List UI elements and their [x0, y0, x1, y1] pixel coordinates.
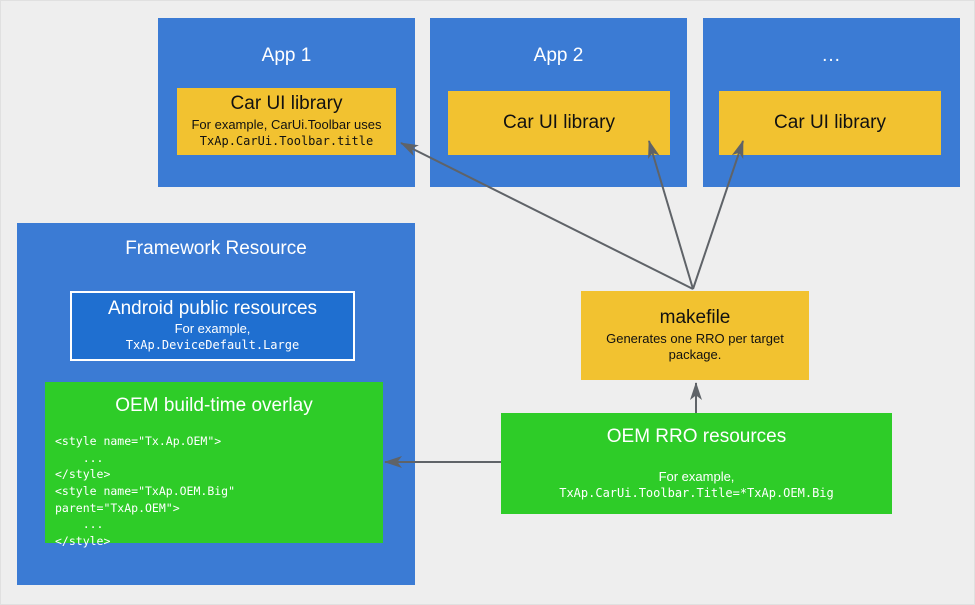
- car-ui-library-title-2: Car UI library: [503, 112, 615, 134]
- car-ui-library-box-3: Car UI library: [719, 91, 941, 155]
- car-ui-library-title-1: Car UI library: [230, 93, 343, 115]
- oem-build-time-overlay-box: OEM build-time overlay <style name="Tx.A…: [45, 382, 383, 548]
- oem-rro-resources-subtitle: For example,: [658, 469, 735, 484]
- car-ui-library-code-1: TxAp.CarUi.Toolbar.title: [199, 134, 374, 149]
- android-public-resources-code: TxAp.DeviceDefault.Large: [125, 338, 300, 353]
- makefile-title: makefile: [659, 307, 731, 329]
- app-title-3: ...: [822, 45, 841, 66]
- oem-rro-resources-code: TxAp.CarUi.Toolbar.Title=*TxAp.OEM.Big: [559, 486, 834, 500]
- car-ui-library-title-3: Car UI library: [774, 112, 886, 134]
- oem-build-time-overlay-title: OEM build-time overlay: [115, 395, 313, 416]
- app-title-1: App 1: [261, 45, 312, 66]
- makefile-box: makefile Generates one RRO per target pa…: [581, 291, 809, 380]
- oem-build-time-overlay-code: <style name="Tx.Ap.OEM"> ... </style> <s…: [55, 434, 236, 549]
- car-ui-library-box-1: Car UI library For example, CarUi.Toolba…: [177, 88, 396, 155]
- oem-rro-resources-title: OEM RRO resources: [606, 426, 787, 447]
- android-public-resources-box: Android public resources For example, Tx…: [70, 291, 355, 361]
- framework-resource-title: Framework Resource: [125, 238, 307, 259]
- car-ui-library-box-2: Car UI library: [448, 91, 670, 155]
- makefile-subtitle: Generates one RRO per target package.: [606, 331, 784, 363]
- car-ui-library-subtitle-1: For example, CarUi.Toolbar uses: [191, 117, 382, 132]
- android-public-resources-subtitle: For example,: [174, 321, 251, 336]
- app-title-2: App 2: [533, 45, 584, 66]
- android-public-resources-title: Android public resources: [107, 298, 318, 320]
- oem-rro-resources-box: OEM RRO resources For example, TxAp.CarU…: [501, 413, 892, 514]
